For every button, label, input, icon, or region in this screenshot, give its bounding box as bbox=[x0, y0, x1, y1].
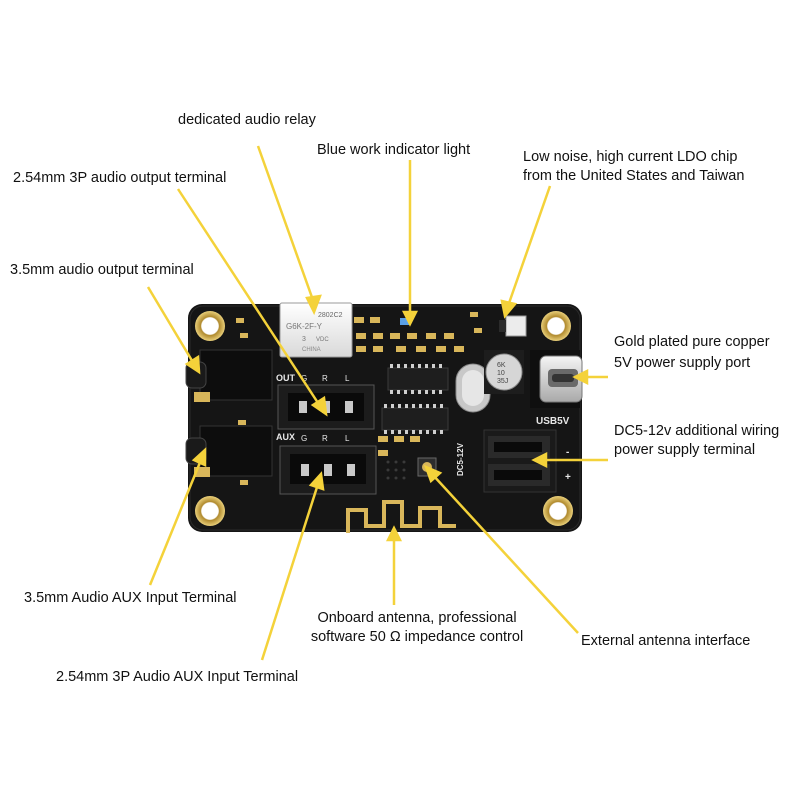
label-dc-line2: power supply terminal bbox=[614, 442, 756, 458]
label-ldo-line2: from the United States and Taiwan bbox=[523, 168, 745, 184]
electrolytic-capacitor: 6K 10 35J bbox=[484, 350, 524, 394]
label-output-3p: 2.54mm 3P audio output terminal bbox=[13, 170, 227, 186]
silk-g-1: G bbox=[301, 374, 307, 383]
header-3p-aux-input bbox=[279, 445, 377, 495]
mounting-hole-bottom-right bbox=[543, 496, 573, 526]
label-usb-line2: 5V power supply port bbox=[614, 355, 751, 371]
silk-aux: AUX bbox=[276, 432, 295, 442]
label-ldo-line1: Low noise, high current LDO chip bbox=[523, 149, 738, 165]
silk-l-2: L bbox=[345, 434, 350, 443]
label-aux-3-5mm: 3.5mm Audio AUX Input Terminal bbox=[24, 590, 237, 606]
mounting-hole-top-right bbox=[541, 311, 571, 341]
label-antenna-line2: software 50 Ω impedance control bbox=[310, 629, 524, 645]
silk-g-2: G bbox=[301, 434, 307, 443]
silk-r-1: R bbox=[322, 374, 328, 383]
smd-components bbox=[236, 312, 482, 485]
svg-text:35J: 35J bbox=[497, 378, 508, 385]
svg-text:3: 3 bbox=[302, 336, 306, 343]
label-dc-line1: DC5-12v additional wiring bbox=[614, 423, 780, 439]
label-antenna-line1: Onboard antenna, professional bbox=[317, 610, 517, 626]
label-usb-line1: Gold plated pure copper bbox=[614, 334, 770, 350]
blue-indicator-led bbox=[400, 318, 410, 325]
ic-chip-upper bbox=[387, 364, 449, 394]
mounting-hole-top-left bbox=[195, 311, 225, 341]
silk-out: OUT bbox=[276, 373, 296, 383]
svg-text:VDC: VDC bbox=[316, 337, 329, 343]
label-external-antenna: External antenna interface bbox=[581, 633, 751, 649]
label-aux-3p: 2.54mm 3P Audio AUX Input Terminal bbox=[56, 669, 299, 685]
svg-text:6K: 6K bbox=[497, 362, 506, 369]
svg-text:G6K-2F-Y: G6K-2F-Y bbox=[286, 322, 323, 331]
pointer-lines bbox=[146, 145, 608, 661]
jack-3-5mm-output bbox=[185, 349, 273, 402]
usb-c-port bbox=[530, 350, 583, 408]
svg-text:10: 10 bbox=[497, 370, 505, 377]
label-onboard-antenna: Onboard antenna, professional software 5… bbox=[292, 609, 542, 647]
via-grid bbox=[386, 460, 406, 480]
silk-minus: - bbox=[566, 447, 569, 458]
label-usb-port: Gold plated pure copper 5V power supply … bbox=[614, 333, 770, 373]
label-blue-light: Blue work indicator light bbox=[317, 142, 471, 158]
label-output-3-5mm: 3.5mm audio output terminal bbox=[10, 262, 194, 278]
silk-r-2: R bbox=[322, 434, 328, 443]
onboard-antenna-trace bbox=[346, 500, 456, 533]
ic-chip-lower bbox=[381, 404, 449, 434]
ldo-chip bbox=[499, 315, 527, 337]
silk-usb5v: USB5V bbox=[536, 416, 570, 427]
audio-relay: 2802C2 G6K-2F-Y 3 VDC CHINA bbox=[279, 302, 353, 358]
mounting-hole-bottom-left bbox=[195, 496, 225, 526]
silk-plus: + bbox=[565, 472, 571, 483]
label-relay: dedicated audio relay bbox=[178, 112, 316, 128]
svg-text:CHINA: CHINA bbox=[302, 347, 321, 353]
silk-l-1: L bbox=[345, 374, 350, 383]
dc-terminal bbox=[483, 429, 557, 493]
silk-dc512v: DC5-12V bbox=[456, 442, 465, 476]
label-dc-terminal: DC5-12v additional wiring power supply t… bbox=[614, 422, 779, 460]
label-ldo: Low noise, high current LDO chip from th… bbox=[523, 148, 744, 186]
svg-text:2802C2: 2802C2 bbox=[318, 312, 343, 319]
